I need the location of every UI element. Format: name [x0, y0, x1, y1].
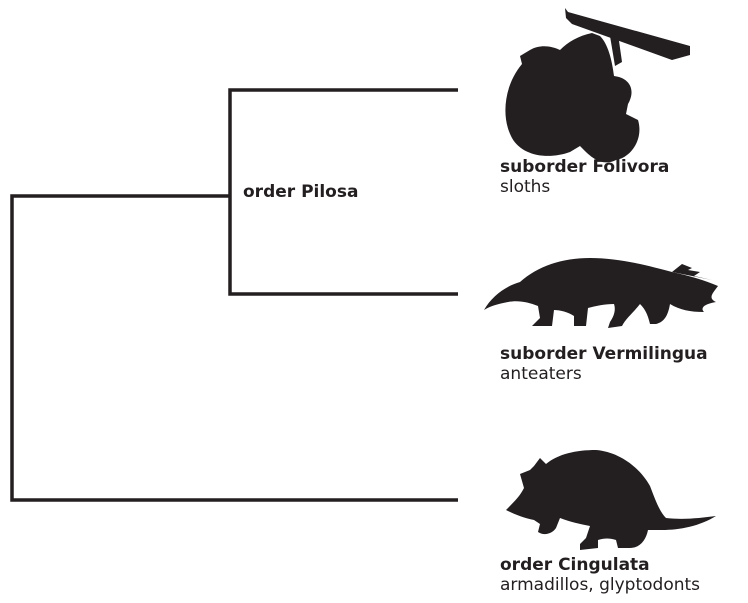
- taxon-common-name: anteaters: [500, 364, 708, 384]
- sloth-icon: [505, 8, 690, 162]
- taxon-rank-name: suborder Folivora: [500, 157, 669, 177]
- order-pilosa-label: order Pilosa: [243, 182, 358, 202]
- taxon-common-name: armadillos, glyptodonts: [500, 575, 700, 595]
- root-branch: [12, 196, 458, 500]
- tree-branches: [12, 90, 458, 500]
- armadillo-icon: [506, 450, 716, 550]
- taxon-label-cingulata: order Cingulata armadillos, glyptodonts: [500, 555, 700, 595]
- taxon-rank-name: suborder Vermilingua: [500, 344, 708, 364]
- anteater-icon: [484, 258, 718, 328]
- taxon-label-vermilingua: suborder Vermilingua anteaters: [500, 344, 708, 384]
- taxon-label-folivora: suborder Folivora sloths: [500, 157, 669, 197]
- taxon-common-name: sloths: [500, 177, 669, 197]
- taxon-rank-name: order Cingulata: [500, 555, 700, 575]
